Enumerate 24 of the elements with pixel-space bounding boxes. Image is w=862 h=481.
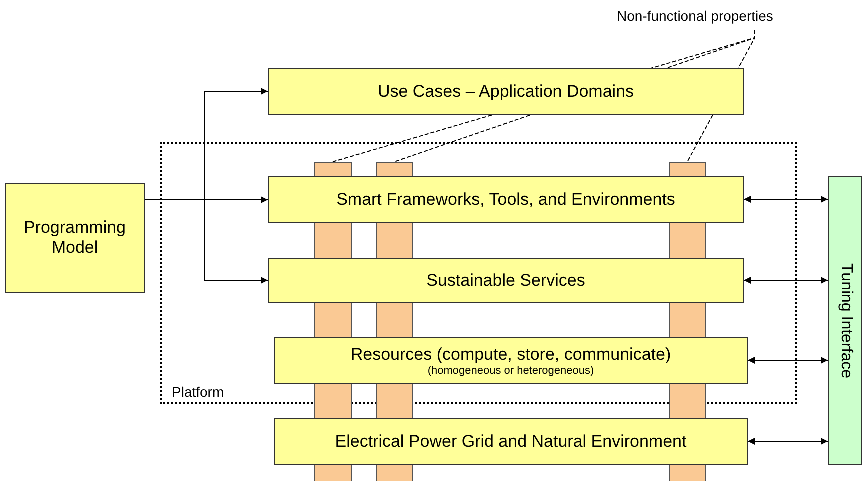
- arrow: [744, 277, 828, 284]
- box-label: Resources (compute, store, communicate): [350, 344, 672, 364]
- process-box: [5, 183, 145, 293]
- group-label: Platform: [172, 384, 224, 400]
- arrow: [748, 438, 828, 445]
- process-box: [268, 68, 744, 115]
- box-label: Use Cases – Application Domains: [378, 82, 634, 102]
- box-label: Sustainable Services: [426, 270, 586, 290]
- arrow: [144, 200, 268, 284]
- process-box: [268, 176, 744, 223]
- arrow: [744, 196, 828, 203]
- box-label: Programming Model: [22, 218, 128, 258]
- platform-boundary: [160, 142, 797, 404]
- process-box: [274, 337, 748, 384]
- box-label: Electrical Power Grid and Natural Environment: [335, 432, 687, 452]
- annotation-text: Non-functional properties: [617, 8, 831, 30]
- box-sublabel: (homogeneous or heterogeneous): [428, 364, 594, 376]
- process-box: [274, 418, 748, 465]
- process-box: [268, 258, 744, 303]
- interface-bar: [828, 176, 862, 465]
- box-label: Smart Frameworks, Tools, and Environments: [336, 190, 676, 210]
- interface-label: Tuning Interface: [837, 263, 855, 379]
- arrow: [748, 357, 828, 364]
- leader-line: [687, 30, 756, 162]
